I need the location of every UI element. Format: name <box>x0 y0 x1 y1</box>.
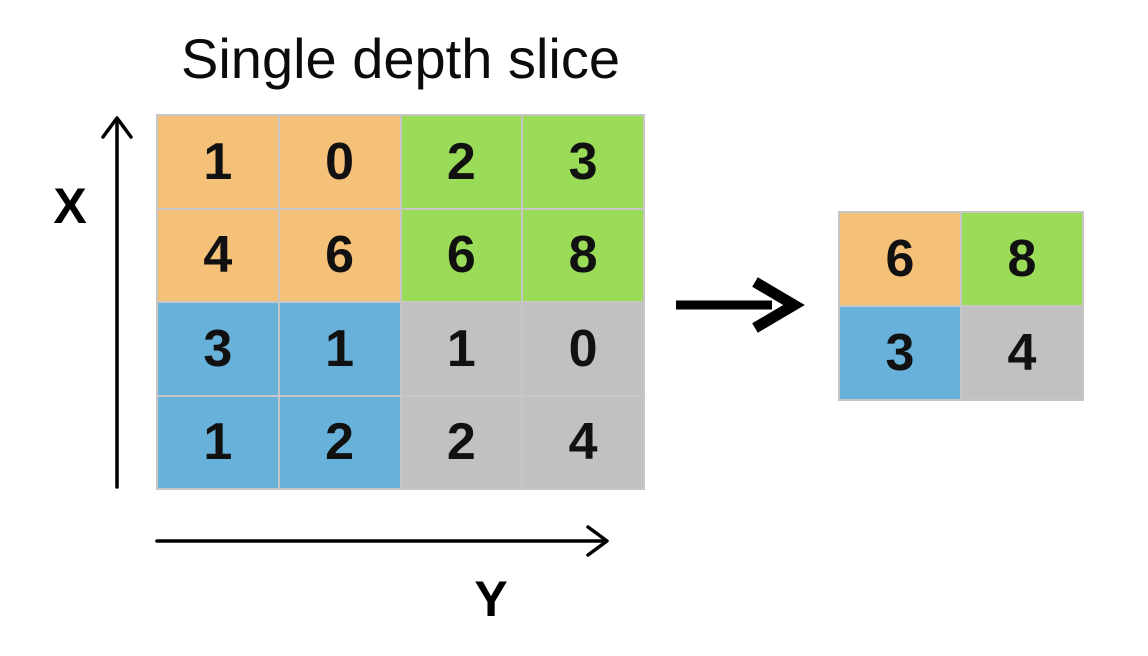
input-grid: 1 0 2 3 4 6 6 8 3 1 1 0 1 2 2 4 <box>156 114 645 490</box>
input-grid-cell: 2 <box>279 396 400 488</box>
input-grid-cell: 4 <box>158 209 278 301</box>
diagram-title: Single depth slice <box>181 27 620 90</box>
transform-arrow <box>676 277 805 333</box>
input-grid-cell: 1 <box>401 303 522 395</box>
input-grid-cell: 0 <box>523 303 643 395</box>
input-grid-cell: 3 <box>523 116 643 208</box>
y-axis-arrow <box>155 525 609 557</box>
input-grid-cell: 1 <box>158 396 278 488</box>
input-grid-cell: 6 <box>279 209 400 301</box>
x-axis-arrow <box>101 116 133 489</box>
input-grid-cell: 2 <box>401 396 522 488</box>
input-grid-cell: 1 <box>158 116 278 208</box>
output-grid-cell: 4 <box>962 307 1082 399</box>
y-axis-label: Y <box>474 571 508 627</box>
output-grid-cell: 6 <box>840 213 960 305</box>
input-grid-cell: 2 <box>401 116 522 208</box>
x-axis-label: X <box>53 178 87 234</box>
output-grid: 6 8 3 4 <box>838 211 1084 401</box>
input-grid-cell: 4 <box>523 396 643 488</box>
input-grid-cell: 1 <box>279 303 400 395</box>
output-grid-cell: 8 <box>962 213 1082 305</box>
input-grid-cell: 6 <box>401 209 522 301</box>
input-grid-cell: 3 <box>158 303 278 395</box>
input-grid-cell: 0 <box>279 116 400 208</box>
input-grid-cell: 8 <box>523 209 643 301</box>
output-grid-cell: 3 <box>840 307 960 399</box>
